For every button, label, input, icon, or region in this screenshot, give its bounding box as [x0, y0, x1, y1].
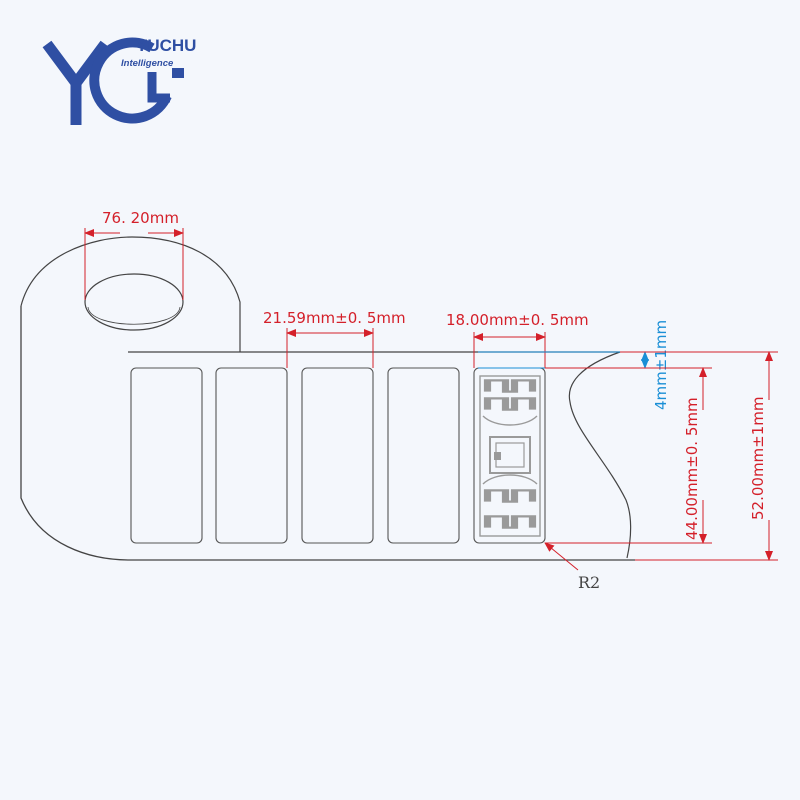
label-row: [130, 367, 546, 544]
edge-gap-label: 4mm±1mm: [652, 320, 670, 410]
roll-body: [20, 236, 635, 561]
dim-label-pitch: 21.59mm±0. 5mm: [263, 309, 406, 368]
label-pitch-label: 21.59mm±0. 5mm: [263, 309, 406, 327]
brand-name: YUCHU: [136, 36, 196, 55]
brand-logo: YUCHU Intelligence: [42, 36, 196, 125]
label-liner: [128, 351, 632, 559]
dim-inlay-width: 18.00mm±0. 5mm: [446, 311, 589, 368]
logo-mark-icon: [42, 37, 172, 125]
corner-radius-label: R2: [578, 573, 600, 592]
label-blank-4: [387, 367, 460, 544]
dim-corner-radius: R2: [544, 542, 600, 592]
dim-label-height: 44.00mm±0. 5mm: [545, 367, 712, 544]
dim-core-diameter: 76. 20mm: [84, 209, 184, 300]
inlay-width-label: 18.00mm±0. 5mm: [446, 311, 589, 329]
brand-tagline: Intelligence: [121, 58, 174, 69]
liner-width-label: 52.00mm±1mm: [749, 396, 767, 520]
dim-liner-width: 52.00mm±1mm: [620, 351, 778, 561]
label-blank-2: [215, 367, 288, 544]
rfid-antenna-icon: [479, 375, 541, 537]
label-blank-1: [130, 367, 203, 544]
label-blank-3: [301, 367, 374, 544]
label-height-label: 44.00mm±0. 5mm: [683, 397, 701, 540]
core-diameter-label: 76. 20mm: [102, 209, 179, 227]
